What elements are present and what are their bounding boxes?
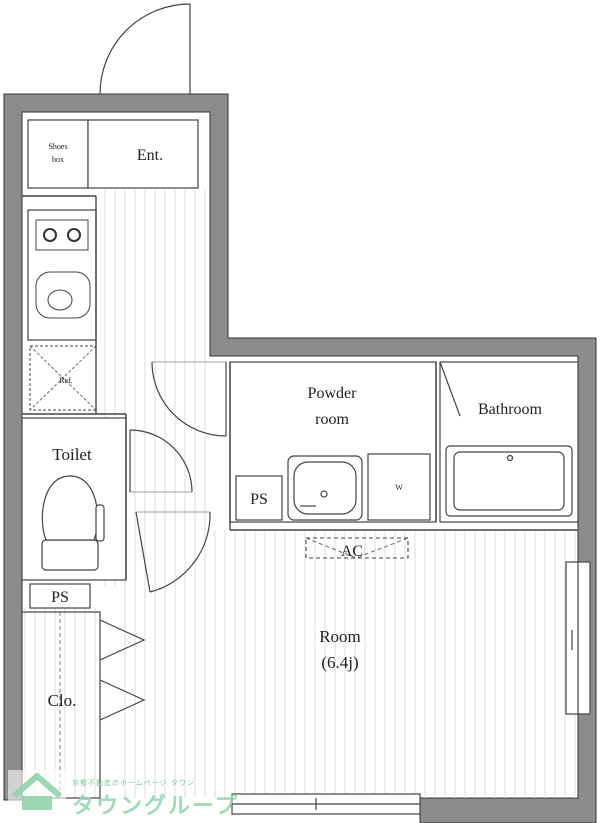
kitchen-sink-icon (35, 271, 91, 319)
room-size-label: (6.4j) (321, 653, 358, 672)
right-window (565, 561, 591, 715)
wash-basin-icon (287, 455, 363, 521)
house-logo-icon (8, 770, 66, 814)
bathtub-icon (445, 445, 573, 517)
entrance-area (87, 119, 199, 189)
partition-walls (22, 195, 578, 580)
washer-label: W (395, 483, 403, 492)
closet-doors (99, 619, 146, 721)
logo-subtext: 京都不動産のホームページ タウン (72, 779, 195, 787)
closet-label: Clo. (48, 691, 77, 710)
ac-diagonal (305, 537, 409, 559)
stove-icon (35, 219, 89, 251)
shoes-box-label-2: box (52, 155, 64, 164)
logo-brand: タウングループ (72, 794, 239, 819)
toilet-label: Toilet (52, 445, 92, 464)
room-door (135, 511, 211, 593)
powder-room-label-2: room (315, 411, 349, 428)
entrance-door (99, 3, 191, 95)
pipe-space-center (235, 475, 283, 521)
air-conditioner (305, 537, 409, 559)
bottom-window (231, 793, 421, 815)
shoes-box-label-1: Shoes (48, 142, 67, 151)
toilet-door (129, 429, 193, 493)
ps-center-label: PS (250, 491, 268, 508)
brand-logo: 京都不動産のホームページ タウン タウングループ (8, 770, 268, 819)
bathroom-door (439, 361, 461, 417)
entrance-label: Ent. (137, 147, 163, 164)
ps-left-label: PS (51, 589, 69, 606)
room-floor (120, 530, 578, 798)
pipe-space-left (29, 583, 91, 609)
refrigerator-label: Ref. (59, 376, 73, 385)
ac-label: AC (341, 543, 363, 560)
room-label: Room (319, 627, 361, 646)
refrigerator-space: Ref. (29, 345, 97, 411)
bathroom-label: Bathroom (478, 401, 543, 418)
powder-room-label-1: Powder (308, 385, 358, 402)
powder-room-door (151, 361, 227, 437)
toilet-icon (41, 475, 105, 571)
washer-space (367, 453, 431, 521)
shoes-box (27, 119, 89, 189)
